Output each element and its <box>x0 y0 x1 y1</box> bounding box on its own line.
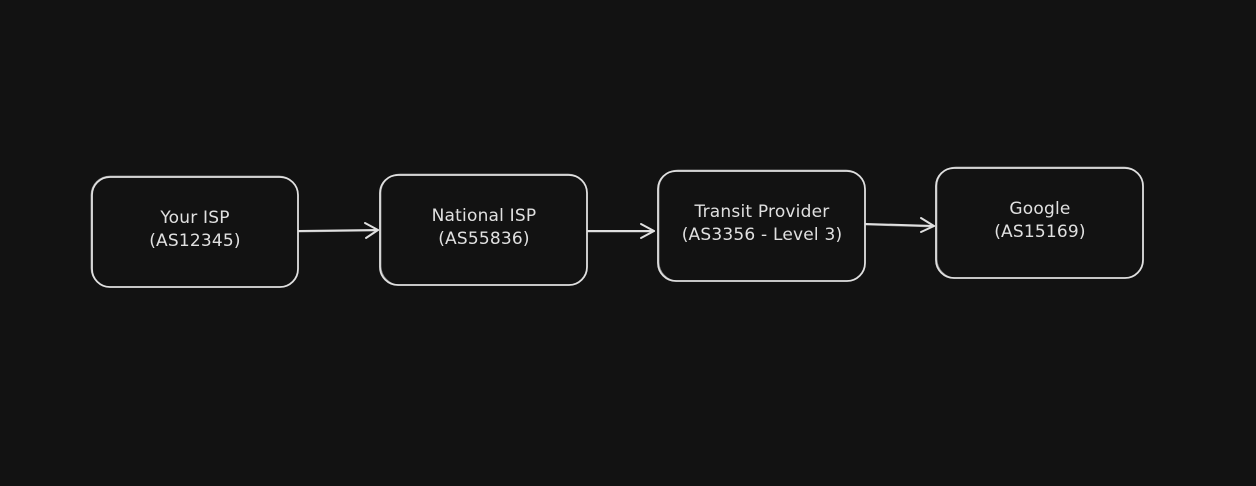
node-label-your-isp: Your ISP (AS12345) <box>92 207 298 253</box>
arrow-national-isp-to-transit-provider <box>587 223 655 239</box>
node-title: Google <box>1009 199 1071 219</box>
node-box-your-isp[interactable] <box>90 175 299 288</box>
arrow-your-isp-to-national-isp <box>298 222 379 239</box>
node-label-transit-provider: Transit Provider (AS3356 - Level 3) <box>659 201 865 247</box>
node-box-google[interactable] <box>935 166 1144 279</box>
node-as-number: (AS12345) <box>149 231 241 251</box>
node-title: National ISP <box>431 206 537 226</box>
node-title: Your ISP <box>160 208 230 228</box>
node-box-transit-provider[interactable] <box>657 169 866 282</box>
node-as-number: (AS15169) <box>994 222 1086 242</box>
node-label-google: Google (AS15169) <box>937 198 1143 244</box>
arrow-transit-provider-to-google <box>865 217 935 233</box>
node-title: Transit Provider <box>694 202 830 222</box>
node-as-number: (AS3356 - Level 3) <box>681 225 843 245</box>
node-box-national-isp[interactable] <box>379 173 588 286</box>
node-label-national-isp: National ISP (AS55836) <box>381 205 587 251</box>
node-as-number: (AS55836) <box>438 229 530 249</box>
